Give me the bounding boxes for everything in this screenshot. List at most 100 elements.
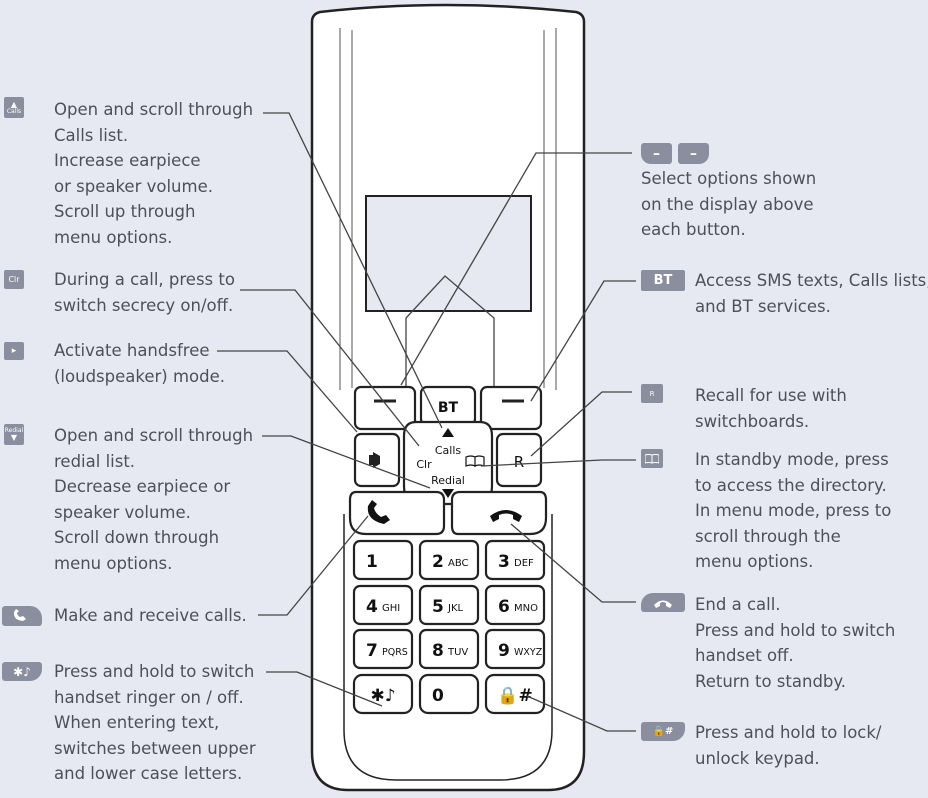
caption-calls-line: menu options. [54,227,173,247]
redial-down-icon-arrow: ▼ [10,432,18,442]
keypad-key[interactable]: 🔒# [484,673,546,715]
redial-down-icon: Redial ▼ [4,424,24,445]
caption-lock-line: Press and hold to lock/ [695,723,882,742]
keypad-letters: ABC [448,558,469,569]
keypad-digit: 🔒# [497,686,532,706]
handsfree-icon: ▸ [4,342,24,360]
recall-icon: R [641,384,663,403]
keypad-key-body[interactable] [484,628,546,670]
keypad-key[interactable]: 0 [418,673,480,715]
keypad-digit: 0 [432,686,444,706]
caption-ringer: Press and hold to switch handset ringer o… [54,659,256,787]
keypad-digit: 3 [498,552,510,572]
star-ringer-icon: ✱♪ [2,662,42,681]
caption-lock-line: unlock keypad. [695,748,820,768]
keypad-digit: 7 [366,641,378,661]
star-ringer-icon-glyph: ✱♪ [13,664,31,679]
pointer-line-lock [526,695,636,732]
caption-ringer-line: and lower case letters. [54,764,243,784]
display-screen [365,195,532,312]
left-softkey[interactable] [353,385,417,431]
keypad-key[interactable]: 7 PQRS [352,628,414,670]
keypad-key-body[interactable] [352,539,414,581]
keypad-letters: TUV [447,647,468,658]
keypad-key[interactable]: 2 ABC [418,539,480,581]
keypad-key-body[interactable] [484,673,546,715]
caption-calls-line: Increase earpiece [54,151,201,171]
caption-directory-line: to access the directory. [695,475,887,495]
caption-calls-line: Calls list. [54,125,129,145]
caption-ringer-line: When entering text, [54,713,220,733]
caption-bt-line: Access SMS texts, Calls lists, [695,271,928,290]
keypad-key-body[interactable] [418,628,480,670]
calls-up-icon-label: Calls [6,107,22,115]
calls-up-icon: ▲ Calls [4,97,24,118]
talk-key[interactable] [348,490,446,536]
caption-directory-line: In standby mode, press [695,450,889,469]
keypad-digit: 2 [432,552,444,572]
keypad-key-body[interactable] [418,673,480,715]
caption-softkeys: Select options shown on the display above… [641,166,816,243]
caption-bt: Access SMS texts, Calls lists, and BT ser… [695,268,928,319]
pointer-line-star [266,671,383,707]
book-icon [641,449,663,468]
keypad-key[interactable]: 1 [352,539,414,581]
keypad-digit: 4 [366,597,378,617]
right-softkey[interactable] [479,385,543,431]
bt-icon: BT [641,270,685,291]
caption-calls-line: Scroll up through [54,202,196,222]
caption-softkeys-line: on the display above [641,194,814,214]
keypad-key-body[interactable] [418,584,480,626]
keypad-key[interactable]: ✱♪ [352,673,414,715]
lock-icon-glyph: 🔒# [652,726,674,737]
caption-softkeys-line: Select options shown [641,169,817,188]
keypad-digit: ✱♪ [370,686,395,706]
keypad-letters: JKL [447,603,464,614]
keypad-outline [343,514,553,781]
caption-directory-line: menu options. [695,552,814,572]
caption-end-line: handset off. [695,646,794,666]
caption-redial-line: speaker volume. [54,502,191,522]
softkey-pointer-lines [405,275,495,387]
caption-end-line: Press and hold to switch [695,620,896,640]
caption-redial-line: menu options. [54,553,173,573]
calls-up-icon-arrow: ▲ [10,99,18,109]
caption-bt-line: and BT services. [695,296,831,316]
caption-redial-line: Decrease earpiece or [54,477,231,497]
caption-ringer-line: Press and hold to switch [54,662,255,681]
clr-icon: Clr [4,270,24,289]
keypad-key-body[interactable] [484,539,546,581]
keypad-key-body[interactable] [352,584,414,626]
phone-icon [2,606,42,626]
keypad-key-body[interactable] [352,673,414,715]
pointer-line-bt [530,280,636,402]
keypad-key-body[interactable] [352,628,414,670]
keypad-letters: MNO [514,603,538,614]
keypad-letters: DEF [514,558,534,569]
recall-key[interactable] [495,432,543,488]
keypad-key-body[interactable] [418,539,480,581]
pointer-line-directory [480,459,636,467]
keypad-key[interactable]: 6 MNO [484,584,546,626]
keypad-letters: PQRS [382,647,408,658]
keypad-digit: 1 [366,552,378,572]
caption-ringer-line: switches between upper [54,738,256,758]
keypad-key-body[interactable] [484,584,546,626]
clr-icon-label: Clr [8,275,20,284]
caption-directory-line: scroll through the [695,526,841,546]
handsfree-icon-glyph: ▸ [11,346,17,356]
left-softkey-icon: – [641,143,672,164]
caption-ringer-line: handset ringer on / off. [54,687,244,707]
keypad-digit: 6 [498,597,510,617]
keypad-key[interactable]: 3 DEF [484,539,546,581]
nav-down-label: Redial [431,474,465,487]
pointer-line-softkeys [400,152,632,386]
